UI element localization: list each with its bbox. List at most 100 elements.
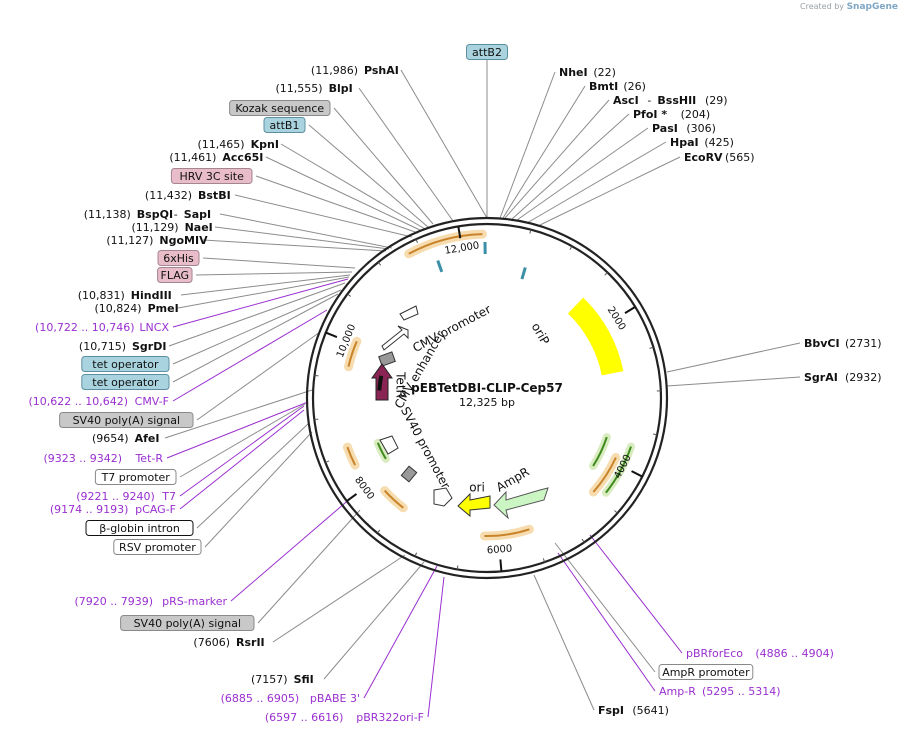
primer-name: pBABE 3' — [310, 692, 360, 705]
feature-arcs — [342, 229, 635, 541]
primer-name: LNCX — [139, 321, 169, 334]
primer-position: (6597 .. 6616) — [265, 711, 344, 724]
tick-label-0: 2000 — [605, 305, 628, 332]
enzyme-name: BspQI — [137, 208, 173, 221]
primer-position: (10,722 .. 10,746) — [35, 321, 135, 334]
leader-line-20 — [196, 331, 321, 421]
tet-arc-line-2 — [376, 442, 387, 460]
minor-tick — [529, 229, 532, 234]
leader-line-39 — [666, 342, 801, 373]
primer-name: CMV-F — [135, 395, 169, 408]
snapgene-credit: Created by SnapGene — [800, 2, 898, 12]
outer-label-16: (10,715)SgrDI — [79, 340, 167, 353]
orip-block — [567, 297, 624, 376]
enzyme-name: HindIII — [131, 289, 172, 302]
feature-name: FLAG — [161, 269, 190, 282]
outer-label-22: Tet-R(9323 .. 9342) — [43, 452, 163, 465]
leader-line-40 — [539, 156, 681, 226]
tick-label-3: 8000 — [352, 475, 376, 502]
outer-label-8: (11,138)BspQI-SapI — [84, 208, 211, 221]
outer-label-29: SV40 poly(A) signal — [120, 615, 255, 631]
enzyme-name: Acc65I — [222, 151, 263, 164]
leader-line-44 — [504, 99, 610, 219]
credit-created-by: Created by — [800, 2, 845, 11]
enzyme-position: (22) — [593, 66, 616, 79]
enzyme-position: (204) — [681, 108, 711, 121]
leader-line-8 — [219, 213, 393, 249]
leader-line-33 — [427, 576, 445, 718]
feature-box — [81, 356, 170, 372]
outer-label-36: AmpR promoter — [658, 664, 754, 680]
enzyme-position: (26) — [623, 80, 646, 93]
feature-name: SV40 poly(A) signal — [134, 617, 241, 630]
leader-line-43 — [511, 113, 630, 220]
feature-name: HRV 3C site — [180, 170, 245, 183]
enzyme-position: (29) — [705, 94, 728, 107]
outer-label-32: pBABE 3' (6885 .. 6905) — [221, 692, 360, 705]
outer-label-33: pBR322ori-F(6597 .. 6616) — [265, 711, 424, 724]
outer-label-21: (9654)AfeI — [92, 432, 159, 445]
enzyme-position: (2731) — [845, 337, 882, 350]
leader-line-30 — [272, 554, 406, 643]
leader-line-2 — [333, 107, 434, 225]
minor-tick — [415, 238, 419, 244]
outer-label-35: Amp-R(5295 .. 5314) — [659, 685, 781, 698]
leader-line-16 — [168, 282, 346, 347]
plasmid-name: pEBTetDBI-CLIP-Cep57 — [411, 381, 563, 395]
outer-label-46: NheI (22) — [559, 66, 616, 79]
enzyme-name: NaeI — [185, 221, 213, 234]
enzyme-position: (11,432) — [145, 189, 192, 202]
leader-line-18 — [172, 293, 339, 383]
enzyme-name: NgoMIV — [159, 234, 208, 247]
enzyme-name: BstBI — [198, 189, 231, 202]
primer-position: (9221 .. 9240) — [76, 490, 155, 503]
feature-box — [81, 374, 170, 390]
enzyme-position: (10,715) — [79, 340, 126, 353]
enzyme-name: BbvCI — [804, 337, 840, 350]
enzyme-name-2: BssHII — [657, 94, 696, 107]
enzyme-name: SfiI — [294, 673, 314, 686]
feature-name: β-globin intron — [99, 522, 180, 535]
black-arc — [377, 375, 384, 391]
enzyme-position: (11,555) — [276, 82, 323, 95]
outer-label-45: BmtI (26) — [589, 80, 646, 93]
outer-label-15: LNCX (10,722 .. 10,746) — [35, 321, 169, 334]
primer-name: Tet-R — [134, 452, 163, 465]
enzyme-name: PfoI * — [633, 108, 667, 121]
leader-line-31 — [323, 561, 425, 680]
feature-name: Kozak sequence — [235, 102, 324, 115]
enzyme-position: (11,138) — [84, 208, 131, 221]
leader-line-45 — [502, 85, 586, 219]
enzyme-position: (565) — [725, 151, 755, 164]
enzyme-name: NheI — [559, 66, 588, 79]
outer-label-20: SV40 poly(A) signal — [59, 412, 194, 428]
enzyme-name: KpnI — [251, 138, 279, 151]
leader-line-21 — [164, 389, 313, 439]
leader-line-5 — [265, 156, 423, 232]
feature-name: 6xHis — [163, 252, 194, 265]
outer-label-37: pBRforEco(4886 .. 4904) — [686, 647, 834, 660]
outer-label-39: BbvCI (2731) — [804, 337, 882, 350]
minor-tick — [604, 272, 608, 276]
outer-label-7: (11,432) BstBI — [145, 189, 231, 202]
enzyme-position: (11,465) — [198, 138, 245, 151]
primer-position: (9174 .. 9193) — [50, 503, 129, 516]
outer-label-4: (11,465) KpnI — [198, 138, 279, 151]
leader-line-36 — [554, 542, 656, 673]
outer-label-28: pRS-marker(7920 .. 7939) — [74, 595, 227, 608]
enzyme-name: BlpI — [329, 82, 353, 95]
enzyme-name: BmtI — [589, 80, 618, 93]
feature-box — [120, 615, 255, 631]
leader-line-0 — [400, 69, 488, 219]
leader-line-46 — [499, 71, 556, 219]
tick-mark-5 — [457, 226, 462, 239]
primer-name: pBRforEco — [686, 647, 743, 660]
enzyme-position: (2932) — [845, 371, 882, 384]
enzyme-position: (10,831) — [78, 289, 125, 302]
leader-line-29 — [257, 509, 361, 624]
leader-line-35 — [557, 552, 656, 692]
enzyme-position: (425) — [704, 136, 734, 149]
outer-label-44: AscI-BssHII(29) — [613, 94, 728, 107]
primer-position: (6885 .. 6905) — [221, 692, 300, 705]
